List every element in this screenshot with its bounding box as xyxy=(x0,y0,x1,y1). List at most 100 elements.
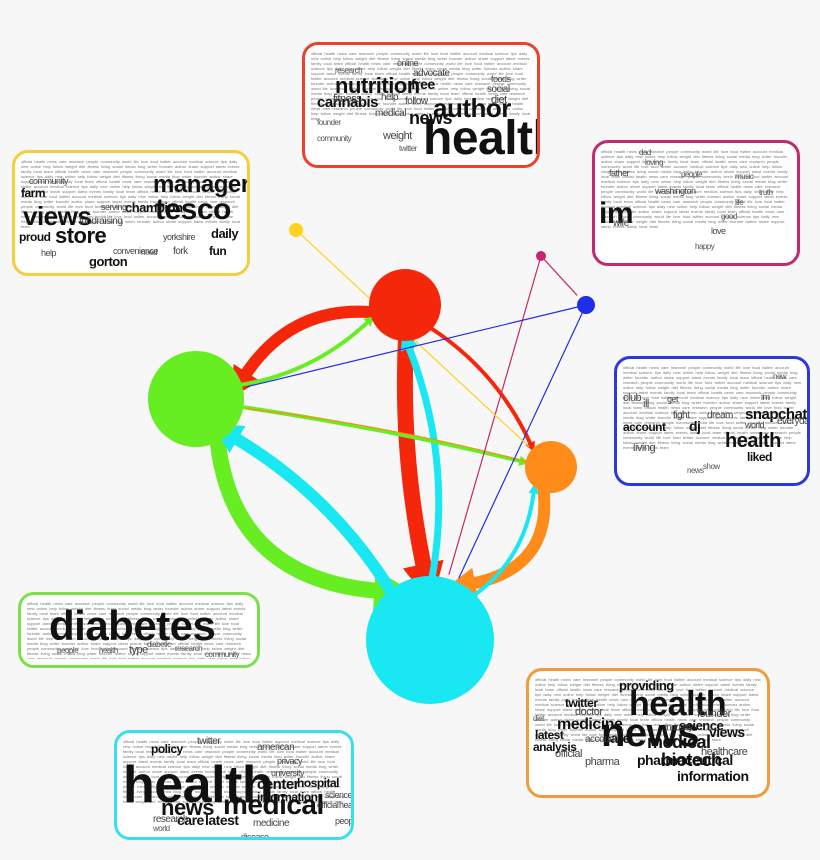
cloud-word: get xyxy=(667,394,679,404)
cloud-word: fun xyxy=(209,244,227,258)
edge-green-to-cyan xyxy=(208,419,416,612)
cloud-word: university xyxy=(271,768,305,778)
cloud-word: life xyxy=(735,198,744,207)
cloud-word: twitter xyxy=(197,736,221,747)
cloud-word: advocate xyxy=(413,68,450,79)
word-cloud-yellow: official health news care research peopl… xyxy=(12,150,250,276)
cloud-word: happy xyxy=(695,242,715,251)
cloud-word: policy xyxy=(151,742,183,756)
cloud-word: wife xyxy=(613,218,629,229)
cloud-word: providing xyxy=(619,678,674,693)
cloud-word: free xyxy=(411,76,435,92)
edge-magenta-to-blue xyxy=(542,257,578,296)
cloud-word: dj xyxy=(689,418,701,434)
cloud-word: community xyxy=(29,176,69,186)
cloud-word: care xyxy=(603,730,630,746)
cloud-word: official xyxy=(555,748,582,760)
cloud-word: fight xyxy=(673,410,690,421)
cloud-word: farm xyxy=(21,186,46,200)
cloud-word: fork xyxy=(173,246,188,257)
cloud-word: biotech xyxy=(661,750,722,770)
cloud-word: healthy xyxy=(339,800,353,810)
cloud-word: dad xyxy=(639,148,651,157)
edge-blue-to-green xyxy=(246,305,581,388)
cloud-word: information xyxy=(677,768,749,784)
cloud-word: good xyxy=(721,212,737,221)
cloud-filler-text: official health news care research peopl… xyxy=(535,677,761,742)
cloud-word: club xyxy=(623,392,642,404)
word-cloud-green: official health news care research peopl… xyxy=(18,592,260,668)
edge-cyan-to-green xyxy=(210,423,409,616)
word-cloud-red: official health news care research peopl… xyxy=(302,42,540,168)
cloud-word: doctor xyxy=(575,706,603,718)
cloud-word: living xyxy=(633,442,656,454)
cloud-word: community xyxy=(317,134,352,143)
cloud-word: health xyxy=(629,685,727,723)
cloud-word: account xyxy=(623,420,666,434)
cloud-word: im xyxy=(599,197,634,230)
cloud-word: im xyxy=(761,392,770,402)
cloud-word: manager xyxy=(153,171,250,198)
cloud-word: science xyxy=(325,790,353,800)
cloud-word: diet xyxy=(533,714,544,723)
cloud-word: diet xyxy=(491,94,507,106)
cloud-word: champion xyxy=(125,200,183,215)
cloud-word: father xyxy=(609,168,630,178)
cloud-word: help xyxy=(41,248,57,258)
node-yellow xyxy=(289,223,303,237)
cloud-word: weight xyxy=(383,130,412,142)
node-magenta xyxy=(536,251,546,261)
cloud-word: healthcare xyxy=(701,746,748,758)
cloud-word: nutrition xyxy=(335,73,420,98)
cloud-word: founder xyxy=(317,118,341,127)
cloud-word: convenience xyxy=(113,246,159,256)
cloud-word: research xyxy=(153,814,188,825)
cloud-word: pharmaceutical xyxy=(637,752,733,768)
cloud-word: author xyxy=(433,93,511,123)
cloud-word: community xyxy=(205,650,240,659)
cloud-word: science xyxy=(679,718,724,733)
cloud-word: news xyxy=(161,795,215,820)
cloud-word: industry xyxy=(665,722,693,732)
cloud-word: views xyxy=(709,724,745,740)
cloud-filler-text: official health news care research peopl… xyxy=(623,365,801,450)
cloud-filler-text: official health news care research peopl… xyxy=(311,51,531,121)
cloud-word: diabetic xyxy=(147,640,171,649)
cloud-word: twitter xyxy=(565,696,598,710)
cloud-word: washington xyxy=(655,186,696,196)
cloud-word: people xyxy=(57,646,79,655)
cloud-word: serving xyxy=(101,202,127,212)
cloud-word: health xyxy=(725,430,781,452)
cloud-word: health xyxy=(123,756,274,814)
cloud-word: liked xyxy=(747,450,772,464)
graph-nodes xyxy=(148,223,595,704)
cloud-word: world xyxy=(153,824,170,833)
cloud-word: pharma xyxy=(585,756,620,768)
cloud-word: news xyxy=(601,711,700,755)
cloud-word: news xyxy=(687,466,704,475)
cloud-filler-text: official health news care research peopl… xyxy=(27,601,251,659)
cloud-word: medical xyxy=(647,732,711,752)
cloud-word: tesco xyxy=(155,193,231,226)
cloud-word: proud xyxy=(19,230,51,244)
edge-red-to-green xyxy=(229,305,387,399)
cloud-word: gorton xyxy=(89,254,128,269)
edge-green-to-orange xyxy=(224,402,530,466)
cloud-word: fundraising xyxy=(79,216,123,227)
cloud-word: dream xyxy=(707,410,733,421)
cloud-word: ill xyxy=(643,398,649,410)
cloud-word: center xyxy=(257,776,300,793)
cloud-word: medicine xyxy=(253,818,290,829)
cloud-word: founder xyxy=(697,708,731,720)
cloud-word: show xyxy=(703,462,720,471)
edge-red-to-orange xyxy=(418,319,535,453)
node-red xyxy=(369,269,441,341)
edge-red-to-cyan xyxy=(396,326,444,605)
edge-blue-to-cyan xyxy=(458,309,585,579)
cloud-word: foods xyxy=(491,74,511,84)
cloud-word: truth xyxy=(759,188,773,197)
edge-magenta-to-cyan xyxy=(448,258,541,575)
cloud-word: views xyxy=(23,201,92,231)
cloud-word: type xyxy=(129,644,148,656)
